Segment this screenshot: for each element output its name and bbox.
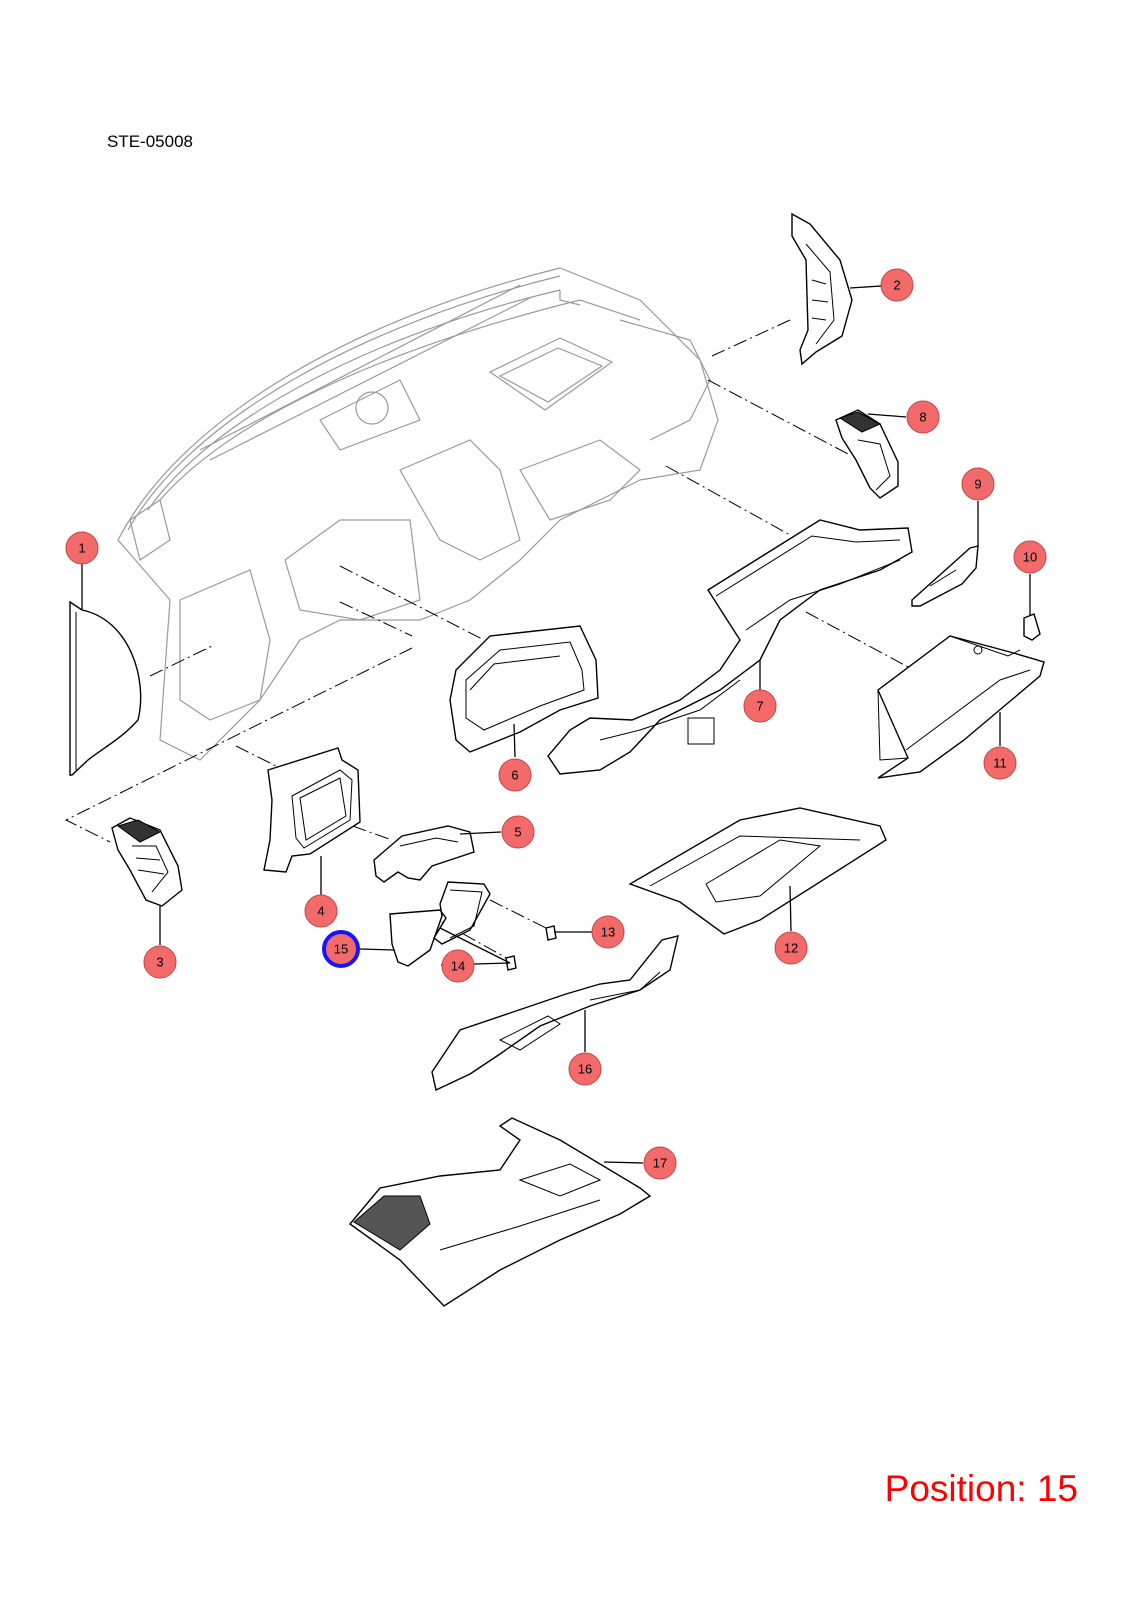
part-17-under-cover [348,1117,652,1307]
callout-11-label: 11 [993,756,1007,771]
callout-16[interactable]: 16 [568,1052,602,1086]
dashboard-carrier [117,267,719,761]
callout-8[interactable]: 8 [906,400,940,434]
callout-8-label: 8 [919,410,926,425]
callout-6[interactable]: 6 [498,758,532,792]
callout-1-label: 1 [78,541,85,556]
callout-17-label: 17 [653,1156,667,1171]
part-10-clip [1023,613,1041,641]
callout-9-circle [961,467,995,501]
callout-10[interactable]: 10 [1013,540,1047,574]
part-16-knee-bolster [431,935,679,1092]
callout-11[interactable]: 11 [983,746,1017,780]
callout-9[interactable]: 9 [961,467,995,501]
part-15-lower-shroud [389,881,491,967]
callout-1-circle [65,531,99,565]
callout-12[interactable]: 12 [774,931,808,965]
callout-14[interactable]: 14 [441,949,475,983]
callout-13-label: 13 [601,925,615,940]
diagram-code: STE-05008 [107,132,193,151]
callout-12-circle [774,931,808,965]
callout-16-circle [568,1052,602,1086]
callout-15-label: 15 [334,942,348,957]
callout-13[interactable]: 13 [591,915,625,949]
part-3-left-vent [111,817,183,907]
part-11-glove-box [877,635,1045,779]
callout-4-label: 4 [317,904,324,919]
part-12-lower-panel [628,807,887,935]
part-7-cross-beam [547,519,913,775]
callout-4-circle [304,894,338,928]
callout-6-label: 6 [511,768,518,783]
part-5-column-shroud [373,825,475,883]
callout-14-label: 14 [451,959,465,974]
position-label: Position: 15 [884,1468,1078,1509]
callout-5-label: 5 [514,825,521,840]
callout-3-circle [143,945,177,979]
callout-16-label: 16 [578,1062,592,1077]
callout-12-label: 12 [784,941,798,956]
part-8-side-vent [835,409,899,499]
callouts: 1 2 3 4 5 6 7 8 9 10 11 12 13 14 15 16 1… [65,268,1047,1180]
part-1-side-panel [69,600,142,776]
callout-2[interactable]: 2 [880,268,914,302]
part-6-instrument-cluster [449,625,599,753]
part-9-trim-strip [911,545,979,607]
callout-4[interactable]: 4 [304,894,338,928]
callout-7-label: 7 [756,699,763,714]
callout-5[interactable]: 5 [501,815,535,849]
callout-10-label: 10 [1023,550,1037,565]
callout-2-label: 2 [893,278,900,293]
callout-15-selected[interactable]: 15 [322,930,360,968]
callout-5-circle [501,815,535,849]
callout-17-circle [643,1146,677,1180]
callout-9-label: 9 [974,477,981,492]
callout-3-label: 3 [156,955,163,970]
callout-3[interactable]: 3 [143,945,177,979]
callout-11-circle [983,746,1017,780]
part-2-vent-bezel [791,212,853,366]
part-14-clips [505,955,517,971]
callout-10-circle [1013,540,1047,574]
callout-7[interactable]: 7 [743,689,777,723]
part-4-cluster-surround [263,747,361,873]
alignment-lines [64,319,911,961]
callout-7-circle [743,689,777,723]
leader-lines [81,284,1031,1164]
callout-17[interactable]: 17 [643,1146,677,1180]
callout-13-circle [591,915,625,949]
callout-1[interactable]: 1 [65,531,99,565]
callout-8-circle [906,400,940,434]
part-13-clip [545,925,557,941]
callout-15-circle [322,930,360,968]
callout-2-circle [880,268,914,302]
callout-14-circle [441,949,475,983]
callout-6-circle [498,758,532,792]
